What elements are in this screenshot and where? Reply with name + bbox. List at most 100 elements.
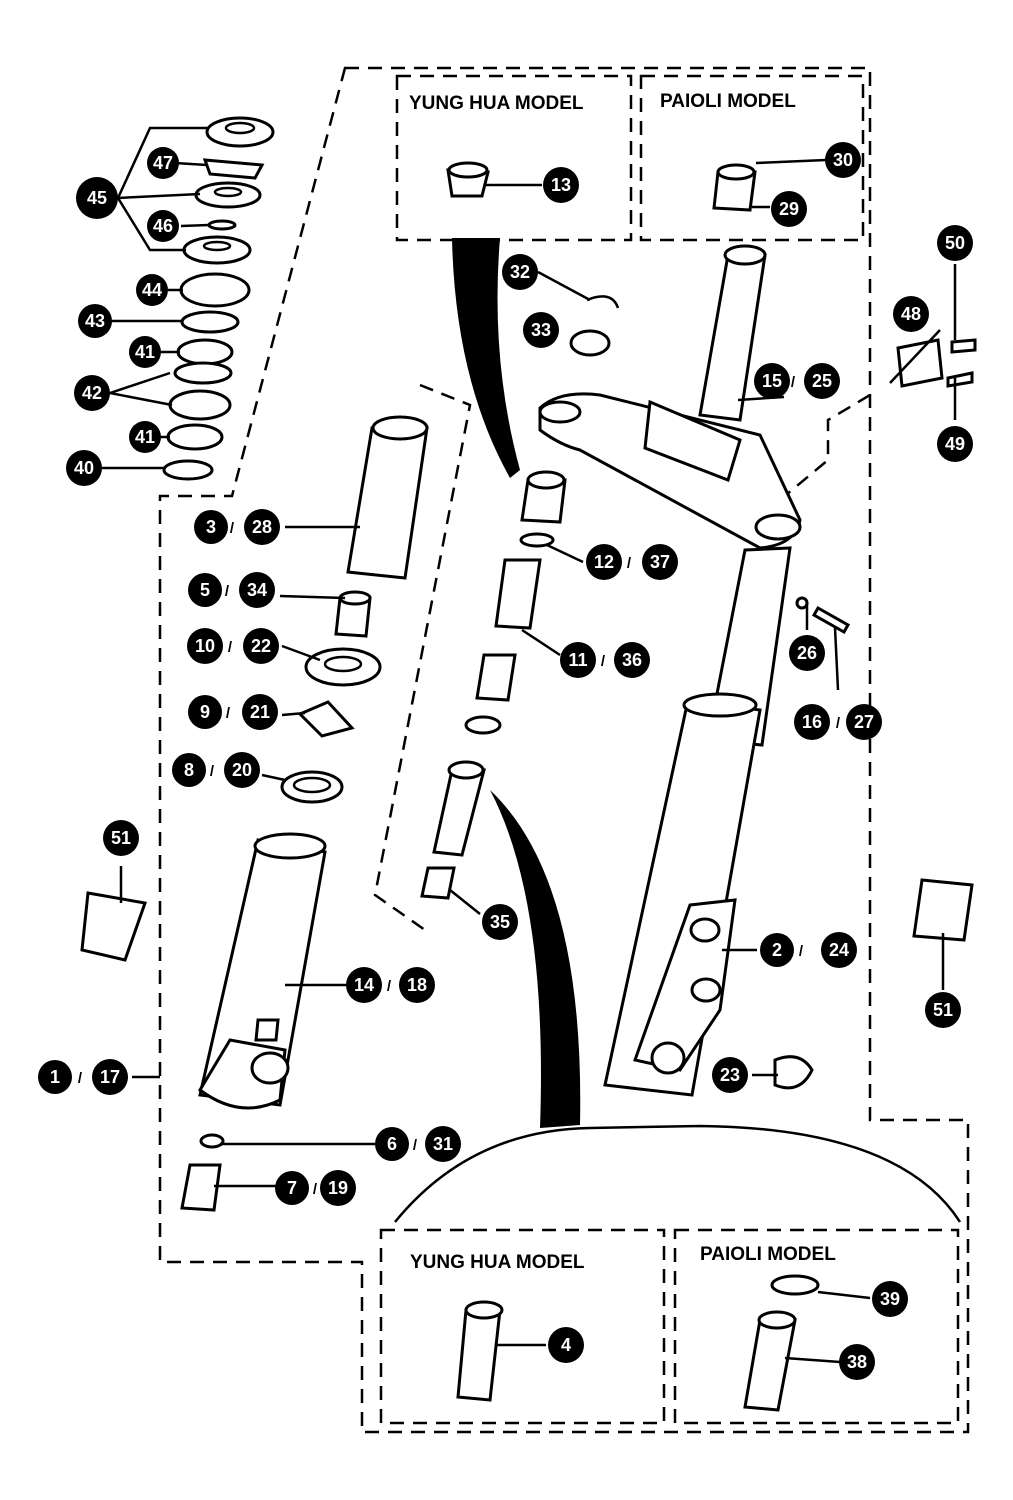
svg-text:23: 23: [720, 1065, 740, 1085]
callout-46: 46: [147, 210, 179, 242]
right-fork-leg: [603, 546, 792, 1097]
svg-text:17: 17: [100, 1067, 120, 1087]
left-lower-leg: [180, 832, 327, 1212]
svg-text:26: 26: [797, 643, 817, 663]
yung-hua-bottom-title: YUNG HUA MODEL: [410, 1252, 585, 1273]
callout-2: 2: [760, 933, 794, 967]
cartridge-parts: [420, 470, 567, 900]
left-fork-internal-parts: [280, 415, 429, 804]
svg-text:43: 43: [85, 311, 105, 331]
callout-27: 27: [846, 704, 882, 740]
svg-text:/: /: [78, 1070, 83, 1087]
callout-9: 9: [188, 695, 222, 729]
inner-dashed-outline: [373, 383, 871, 932]
svg-text:7: 7: [287, 1178, 297, 1198]
callout-34: 34: [239, 572, 275, 608]
svg-text:44: 44: [142, 280, 162, 300]
paioli-bottom-title: PAIOLI MODEL: [700, 1244, 836, 1265]
svg-text:/: /: [836, 715, 841, 732]
paioli-top-title: PAIOLI MODEL: [660, 91, 796, 112]
callout-10: 10: [187, 628, 223, 664]
callout-31: 31: [425, 1126, 461, 1162]
svg-text:31: 31: [433, 1134, 453, 1154]
callout-1: 1: [38, 1060, 72, 1094]
svg-text:18: 18: [407, 975, 427, 995]
callout-40: 40: [66, 450, 102, 486]
svg-text:21: 21: [250, 702, 270, 722]
small-parts: [80, 161, 977, 1412]
callout-51-right: 51: [925, 992, 961, 1028]
svg-text:/: /: [387, 978, 392, 995]
yung-hua-bottom-box: YUNG HUA MODEL: [379, 1228, 666, 1425]
svg-text:36: 36: [622, 650, 642, 670]
svg-text:41: 41: [135, 427, 155, 447]
svg-text:30: 30: [833, 150, 853, 170]
yung-hua-top-title: YUNG HUA MODEL: [409, 93, 584, 114]
svg-text:13: 13: [551, 175, 571, 195]
svg-text:14: 14: [354, 975, 374, 995]
svg-text:51: 51: [933, 1000, 953, 1020]
svg-text:40: 40: [74, 458, 94, 478]
callout-19: 19: [320, 1170, 356, 1206]
yung-hua-top-box: YUNG HUA MODEL: [395, 74, 633, 242]
callout-22: 22: [243, 628, 279, 664]
svg-text:48: 48: [901, 304, 921, 324]
callout-8: 8: [172, 753, 206, 787]
svg-text:37: 37: [650, 552, 670, 572]
svg-text:20: 20: [232, 760, 252, 780]
headset-stack: [162, 116, 275, 481]
callout-38: 38: [839, 1344, 875, 1380]
svg-text:42: 42: [82, 383, 102, 403]
callout-51-left: 51: [103, 820, 139, 856]
svg-text:15: 15: [762, 371, 782, 391]
callout-44: 44: [136, 274, 168, 306]
callout-37: 37: [642, 544, 678, 580]
svg-text:22: 22: [251, 636, 271, 656]
svg-text:5: 5: [200, 580, 210, 600]
svg-text:28: 28: [252, 517, 272, 537]
callout-41a: 41: [129, 336, 161, 368]
callout-47: 47: [147, 147, 179, 179]
callout-18: 18: [399, 967, 435, 1003]
svg-text:51: 51: [111, 828, 131, 848]
triple-clamp-steerer: [538, 244, 802, 550]
callout-39: 39: [872, 1281, 908, 1317]
callout-30: 30: [825, 142, 861, 178]
callout-24: 24: [821, 932, 857, 968]
svg-text:50: 50: [945, 233, 965, 253]
callout-28: 28: [244, 509, 280, 545]
svg-text:47: 47: [153, 153, 173, 173]
svg-text:24: 24: [829, 940, 849, 960]
svg-text:35: 35: [490, 912, 510, 932]
svg-text:25: 25: [812, 371, 832, 391]
callout-45: 45: [76, 177, 118, 219]
callout-49: 49: [937, 426, 973, 462]
paioli-bottom-box: PAIOLI MODEL: [673, 1228, 960, 1425]
svg-text:/: /: [601, 653, 606, 670]
callout-25: 25: [804, 363, 840, 399]
svg-text:/: /: [230, 520, 235, 537]
callout-35: 35: [482, 904, 518, 940]
svg-text:16: 16: [802, 712, 822, 732]
svg-text:8: 8: [184, 760, 194, 780]
lower-wedge: [490, 790, 581, 1128]
callout-4: 4: [548, 1327, 584, 1363]
bottom-detail-arc: [394, 1124, 962, 1223]
callout-11: 11: [560, 642, 596, 678]
svg-text:19: 19: [328, 1178, 348, 1198]
svg-text:10: 10: [195, 636, 215, 656]
svg-text:27: 27: [854, 712, 874, 732]
svg-text:2: 2: [772, 940, 782, 960]
callout-29: 29: [771, 191, 807, 227]
leader-lines: [100, 126, 957, 1364]
callout-32: 32: [502, 254, 538, 290]
callout-3: 3: [194, 510, 228, 544]
callout-7: 7: [275, 1171, 309, 1205]
callout-13: 13: [543, 167, 579, 203]
callout-36: 36: [614, 642, 650, 678]
callout-5: 5: [188, 573, 222, 607]
callout-48: 48: [893, 296, 929, 332]
callout-21: 21: [242, 694, 278, 730]
svg-text:33: 33: [531, 320, 551, 340]
svg-text:/: /: [313, 1181, 318, 1198]
